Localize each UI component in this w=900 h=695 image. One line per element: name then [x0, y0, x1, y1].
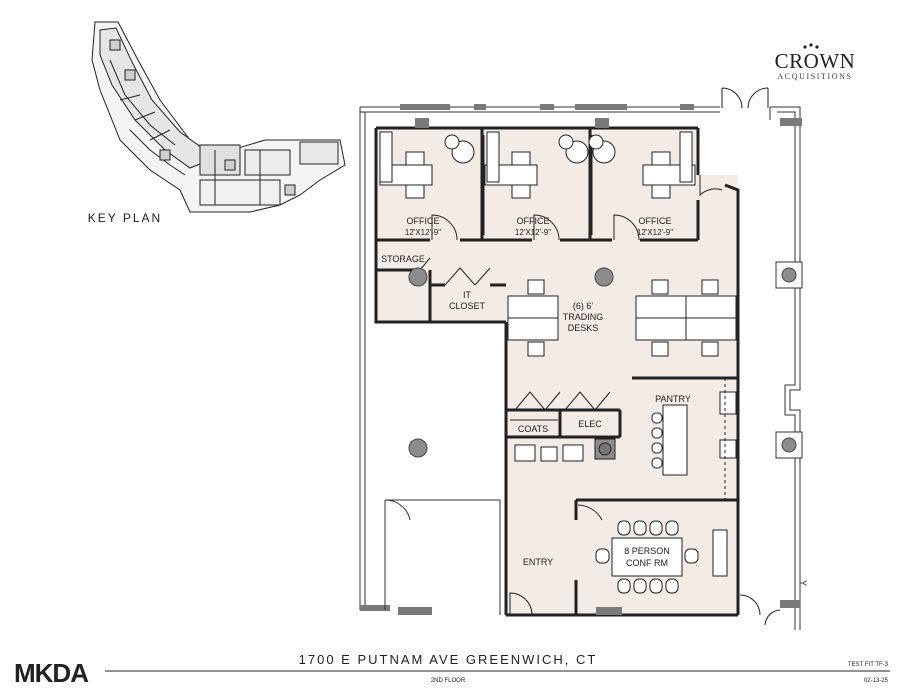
it-closet-label-2: CLOSET — [449, 301, 486, 311]
conference-furniture — [595, 520, 728, 594]
mkda-logo: MKDA — [14, 658, 89, 688]
office-1-label: OFFICE — [407, 216, 440, 226]
office-3-label: OFFICE — [639, 216, 672, 226]
exit-doors — [721, 87, 781, 626]
coats-label: COATS — [518, 424, 548, 434]
suite-floor-area — [376, 128, 738, 615]
crown-sub: ACQUISITIONS — [777, 72, 852, 81]
window-mullions-top — [360, 104, 694, 615]
key-plan-diagram — [91, 21, 346, 213]
right-mullions — [780, 118, 802, 608]
trading-label-1: (6) 6' — [573, 301, 594, 311]
title-block: 1700 E PUTNAM AVE GREENWICH, CT 2ND FLOO… — [14, 652, 890, 688]
conf-label-2: CONF RM — [626, 558, 668, 568]
sheet-date: 02-13-25 — [864, 678, 889, 684]
trading-desks — [507, 279, 737, 357]
conference-walls — [574, 498, 738, 615]
crown-logo: CROWN ACQUISITIONS — [775, 43, 856, 81]
window-wall-right — [769, 106, 801, 630]
pantry-label: PANTRY — [655, 394, 691, 404]
crown-wordmark: CROWN — [775, 49, 856, 73]
building-columns — [408, 267, 797, 458]
elec-label: ELEC — [578, 419, 602, 429]
stair-mark: Y — [798, 580, 808, 586]
address-title: 1700 E PUTNAM AVE GREENWICH, CT — [299, 652, 598, 667]
right-column-enclosures — [775, 261, 803, 459]
storage-label: STORAGE — [381, 254, 425, 264]
lounge-seating — [514, 438, 616, 462]
outer-walls — [374, 126, 740, 617]
office-glass — [483, 135, 593, 235]
office-1-size: 12'X12'-9" — [405, 228, 441, 237]
conference-door — [509, 504, 603, 616]
coats-elec-doors — [510, 391, 611, 421]
sheet-id: TEST FIT TF-3 — [848, 662, 889, 668]
office-2-size: 12'X12'-9" — [515, 228, 551, 237]
office-3-size: 12'X12'-9" — [637, 228, 673, 237]
lower-left-vestibule — [384, 499, 501, 615]
trading-label-2: TRADING — [563, 312, 604, 322]
office-doors — [419, 175, 723, 286]
trading-label-3: DESKS — [568, 323, 599, 333]
room-labels: OFFICE 12'X12'-9" OFFICE 12'X12'-9" OFFI… — [381, 216, 691, 568]
key-plan-label: KEY PLAN — [88, 211, 162, 225]
pantry-fixtures — [651, 378, 737, 500]
office-2-label: OFFICE — [517, 216, 550, 226]
it-closet-label-1: IT — [463, 290, 472, 300]
floor-label: 2ND FLOOR — [431, 678, 466, 684]
office-walls — [376, 128, 700, 322]
entry-label: ENTRY — [523, 557, 553, 567]
conf-label-1: 8 PERSON — [624, 546, 670, 556]
office-furniture — [379, 131, 696, 199]
